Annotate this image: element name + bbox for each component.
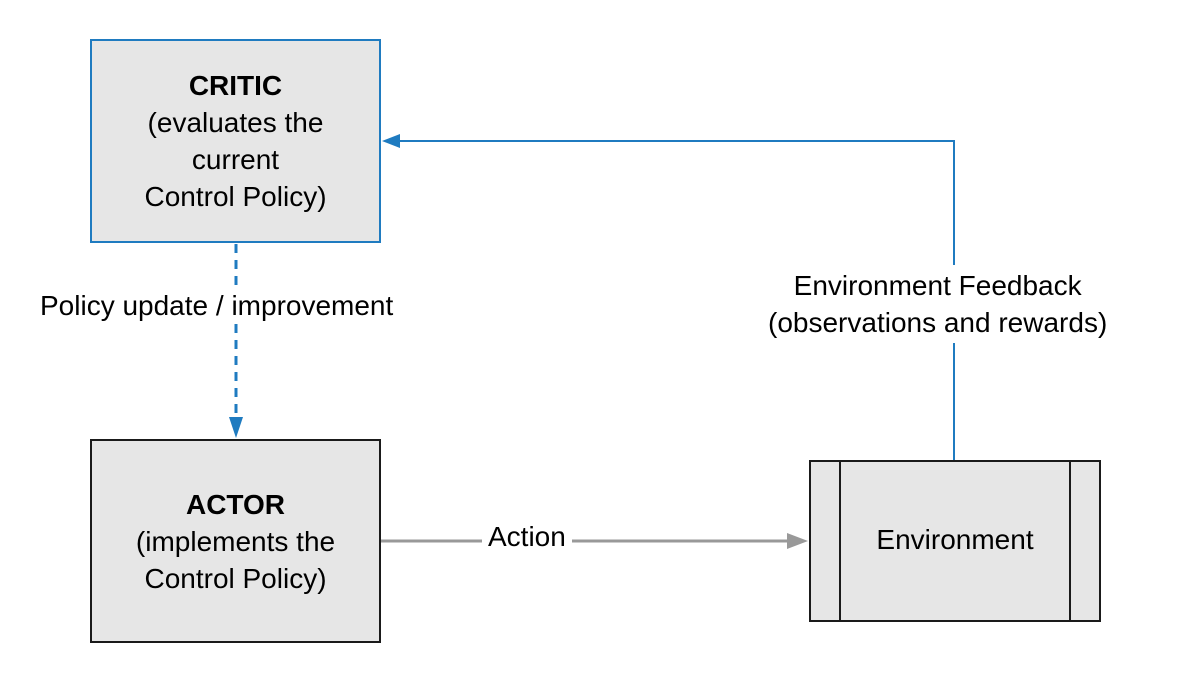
action-arrowhead	[787, 533, 808, 549]
actor-title: ACTOR	[185, 488, 286, 520]
actor-node: ACTOR (implements the Control Policy)	[90, 439, 381, 643]
critic-line-2: current	[191, 144, 280, 175]
actor-line-2: Control Policy)	[144, 562, 327, 594]
critic-line-3: Control Policy)	[144, 181, 327, 212]
feedback-label: Environment Feedback (observations and r…	[766, 265, 1110, 343]
feedback-edge	[398, 140, 955, 460]
environment-right-bar	[1069, 462, 1071, 620]
actor-line-1: (implements the	[135, 525, 336, 557]
critic-node: CRITIC (evaluates the current Control Po…	[90, 39, 381, 243]
environment-node: Environment	[809, 460, 1101, 622]
feedback-label-line-1: Environment Feedback	[793, 270, 1082, 301]
environment-left-bar	[839, 462, 841, 620]
policy-update-label: Policy update / improvement	[36, 287, 398, 324]
feedback-arrowhead	[382, 134, 400, 148]
policy-update-arrowhead	[229, 417, 243, 438]
action-label: Action	[482, 518, 572, 555]
critic-line-1: (evaluates the	[147, 107, 324, 138]
feedback-label-line-2: (observations and rewards)	[768, 307, 1108, 338]
environment-label: Environment	[876, 523, 1034, 555]
critic-title: CRITIC	[188, 70, 283, 101]
